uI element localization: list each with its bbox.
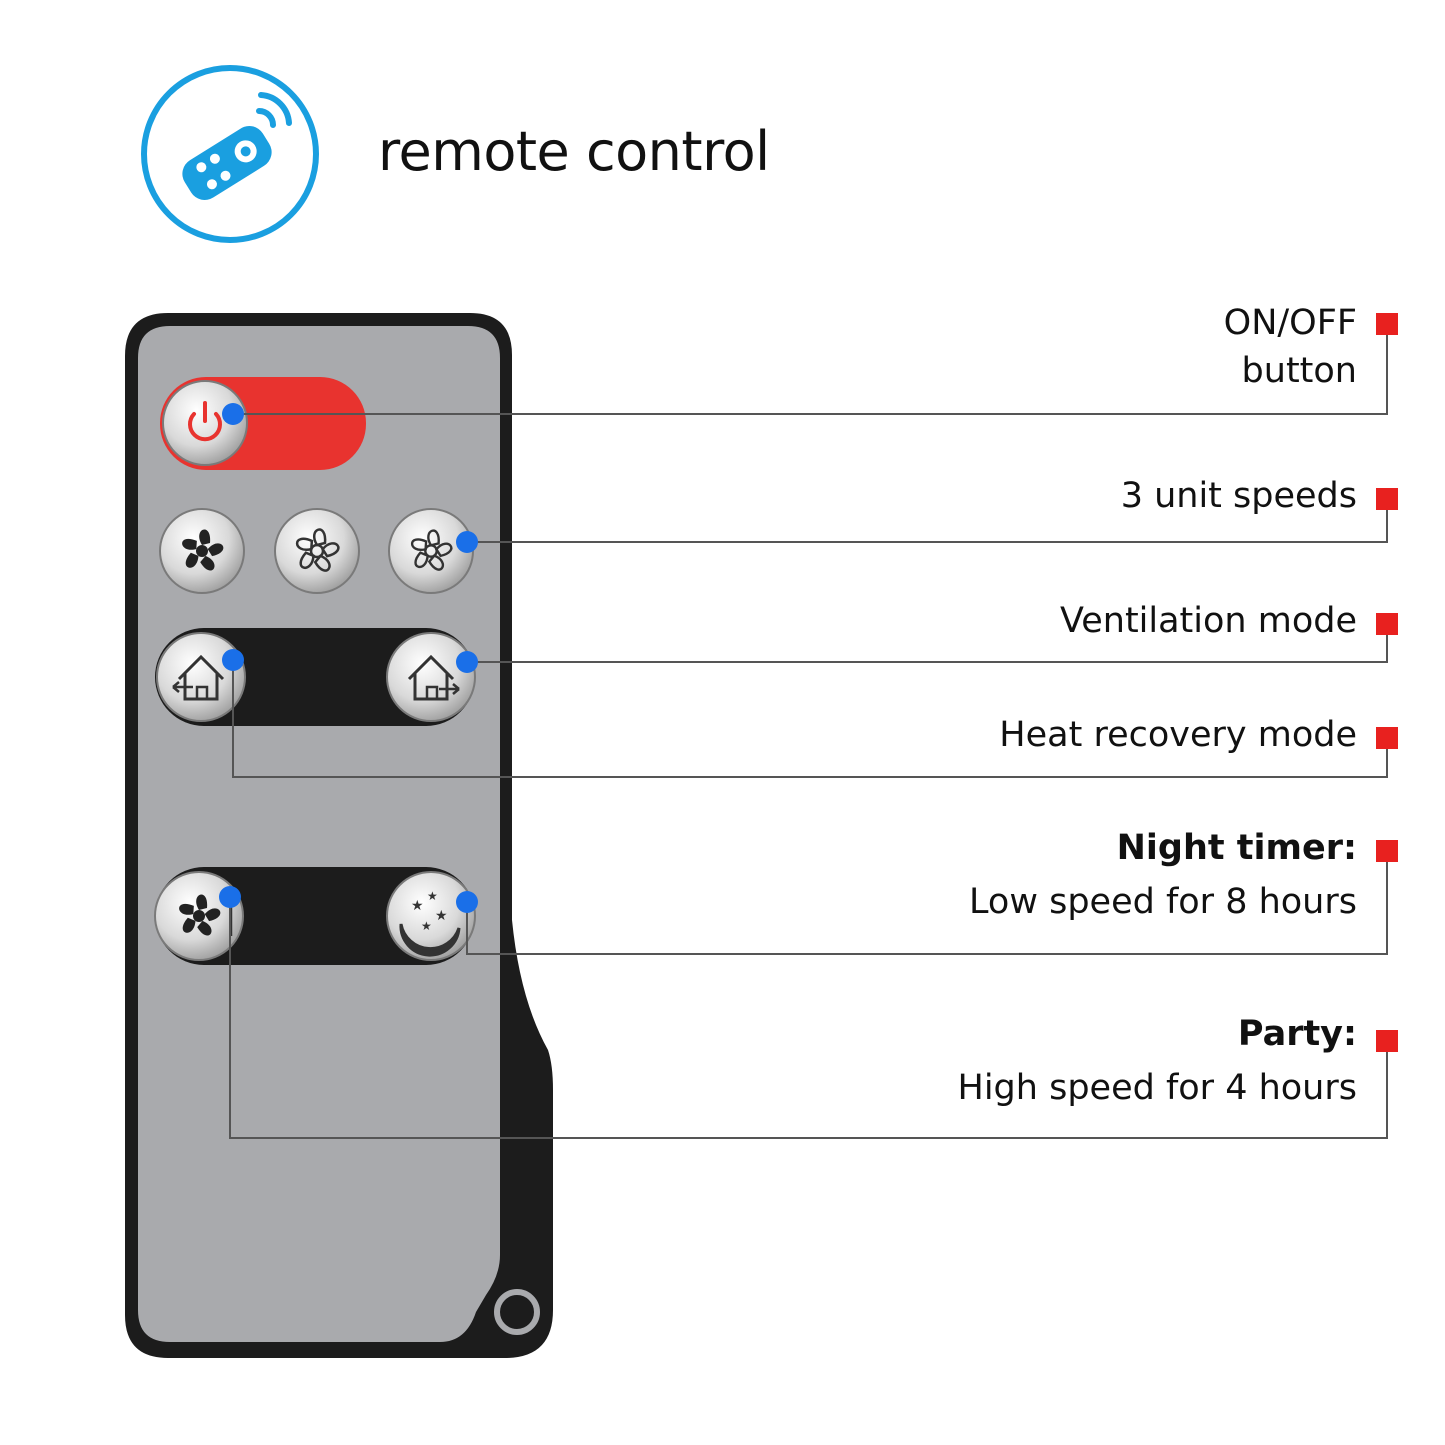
label-party-line2: High speed for 4 hours: [957, 1068, 1357, 1108]
dot-on-off: [222, 403, 244, 425]
remote-control-icon: [182, 92, 292, 200]
marker-night-timer: [1376, 840, 1398, 862]
leader-lines: [229, 325, 1388, 1139]
label-on-off: ON/OFF button: [1224, 299, 1357, 395]
svg-text:★: ★: [435, 908, 448, 924]
label-on-off-line2: button: [1241, 351, 1357, 391]
label-ventilation-line1: Ventilation mode: [1060, 601, 1357, 641]
moon-stars-icon: [399, 923, 461, 957]
label-party: Party: High speed for 4 hours: [958, 1010, 1357, 1112]
speed-3-button[interactable]: [388, 508, 474, 594]
leader-heat-recovery: [232, 660, 1388, 778]
marker-speeds: [1376, 488, 1398, 510]
dot-night-timer: [456, 891, 478, 913]
svg-text:★: ★: [427, 889, 438, 903]
label-speeds-line1: 3 unit speeds: [1120, 476, 1357, 516]
marker-ventilation: [1376, 613, 1398, 635]
night-timer-button[interactable]: ★ ★ ★ ★: [386, 871, 476, 961]
anchor-dots: [219, 403, 478, 913]
dot-heat-recovery: [222, 649, 244, 671]
leader-party: [229, 897, 1388, 1139]
page-title: remote control: [378, 120, 770, 183]
leader-on-off: [233, 325, 1388, 415]
label-night-timer: Night timer: Low speed for 8 hours: [969, 824, 1357, 926]
leader-speeds: [467, 500, 1388, 543]
speed-2-button[interactable]: [274, 508, 360, 594]
label-night-timer-line2: Low speed for 8 hours: [969, 882, 1357, 922]
speed-1-button[interactable]: [159, 508, 245, 594]
label-heat-recovery: Heat recovery mode: [999, 711, 1357, 759]
dot-ventilation: [456, 651, 478, 673]
label-ventilation: Ventilation mode: [1060, 597, 1357, 645]
power-icon: [188, 412, 222, 442]
dot-party: [219, 886, 241, 908]
svg-text:★: ★: [411, 898, 424, 914]
leader-night-timer: [466, 852, 1388, 955]
power-button[interactable]: [162, 380, 248, 466]
ventilation-button[interactable]: [386, 632, 476, 722]
leader-ventilation: [467, 625, 1388, 663]
heat-recovery-button[interactable]: [156, 632, 246, 722]
label-heat-recovery-line1: Heat recovery mode: [999, 715, 1357, 755]
keyring-hole: [494, 1289, 540, 1335]
svg-text:★: ★: [421, 919, 432, 933]
dot-speeds: [456, 531, 478, 553]
marker-heat-recovery: [1376, 727, 1398, 749]
remote-control-icon-badge: [141, 65, 319, 243]
label-speeds: 3 unit speeds: [1121, 472, 1357, 520]
remote-panel: [138, 326, 500, 1342]
marker-on-off: [1376, 313, 1398, 335]
label-party-line1: Party:: [1237, 1014, 1357, 1054]
label-night-timer-line1: Night timer:: [1116, 828, 1357, 868]
label-on-off-line1: ON/OFF: [1223, 303, 1357, 343]
marker-party: [1376, 1030, 1398, 1052]
